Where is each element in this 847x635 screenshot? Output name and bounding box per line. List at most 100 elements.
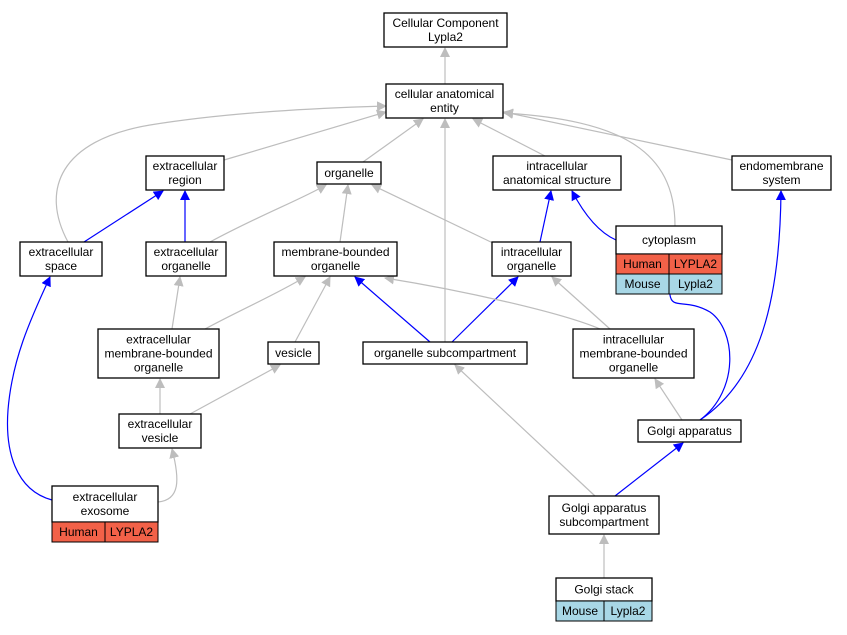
term-label: intracellular [526,159,587,173]
term-label: extracellular [126,333,191,347]
svg-text:LYPLA2: LYPLA2 [674,257,717,271]
species-cell-cyt: Mouse [615,273,670,295]
term-label: extracellular [153,159,218,173]
species-cell-exo: Human [51,521,106,543]
term-node-osc[interactable]: organelle subcompartment [362,341,528,365]
svg-text:Human: Human [59,525,98,539]
edge-ecs-to-ecr [83,190,164,243]
edge-imb-to-ico [551,276,611,330]
species-cell-gst: Mouse [555,600,605,622]
term-label: organelle [324,166,374,180]
term-label: Golgi apparatus [647,424,732,438]
svg-text:Lypla2: Lypla2 [611,604,646,618]
edge-eco-to-org [209,184,327,243]
edge-org-to-cae [362,118,424,163]
svg-text:LYPLA2: LYPLA2 [110,525,153,539]
term-label: membrane-bounded [104,347,212,361]
edge-mbo-to-org [339,184,352,243]
gene-cell-cyt: LYPLA2 [668,253,723,275]
term-label: system [762,173,800,187]
term-label: entity [430,101,459,115]
edge-cyt-to-cae [503,108,676,227]
term-label: anatomical structure [503,173,611,187]
term-label: intracellular [501,245,562,259]
term-label: Golgi stack [574,583,634,597]
species-cell-cyt: Human [615,253,670,275]
term-label: membrane-bounded [281,245,389,259]
term-label: Golgi apparatus [562,501,647,515]
term-label: organelle [134,361,184,375]
svg-text:Human: Human [623,257,662,271]
edge-exo-to-ecv [157,448,180,503]
term-label: intracellular [603,333,664,347]
svg-text:Mouse: Mouse [562,604,598,618]
edge-gol-to-ems [699,190,786,421]
edge-gas-to-gol [614,442,684,497]
svg-text:Lypla2: Lypla2 [678,277,713,291]
term-node-org[interactable]: organelle [316,161,382,185]
edges-layer [6,47,786,578]
term-label: Lypla2 [428,30,463,44]
svg-text:Mouse: Mouse [624,277,660,291]
edge-ico-to-ias [539,190,554,243]
term-label: vesicle [142,431,179,445]
edge-gol-to-imb [654,378,683,421]
term-label: organelle [161,259,211,273]
edge-exo-to-ecs [6,276,53,501]
edge-osc-to-ico [451,276,519,343]
edge-ecs-to-cae [55,101,387,243]
term-label: extracellular [29,245,94,259]
term-label: extracellular [73,490,138,504]
term-label: Cellular Component [392,16,499,30]
edge-ias-to-cae [472,118,546,157]
edge-osc-to-mbo [354,276,431,343]
gene-cell-exo: LYPLA2 [104,521,159,543]
term-label: space [45,259,77,273]
term-label: organelle [311,259,361,273]
edge-ico-to-org [371,184,496,245]
edge-emb-to-mbo [204,276,306,330]
edge-emb-to-eco [171,276,184,330]
term-label: organelle subcompartment [374,346,517,360]
term-label: organelle [609,361,659,375]
edge-ves-to-mbo [294,276,331,343]
gene-cell-cyt: Lypla2 [668,273,723,295]
gene-cell-gst: Lypla2 [603,600,653,622]
term-label: endomembrane [739,159,823,173]
term-node-gol[interactable]: Golgi apparatus [637,419,742,443]
term-label: membrane-bounded [579,347,687,361]
term-label: cytoplasm [642,233,696,247]
term-label: organelle [507,259,557,273]
term-label: region [168,173,201,187]
edge-ecv-to-ves [189,364,281,415]
term-label: exosome [81,504,130,518]
edge-gas-to-osc [454,364,596,497]
term-label: vesicle [275,346,312,360]
edge-imb-to-mbo [384,274,601,330]
term-label: subcompartment [559,515,649,529]
term-label: extracellular [154,245,219,259]
edge-ecr-to-cae [223,109,387,161]
term-node-ves[interactable]: vesicle [267,341,320,365]
term-label: extracellular [128,417,193,431]
term-label: cellular anatomical [395,87,494,101]
edge-cyt-to-ias [571,190,617,241]
